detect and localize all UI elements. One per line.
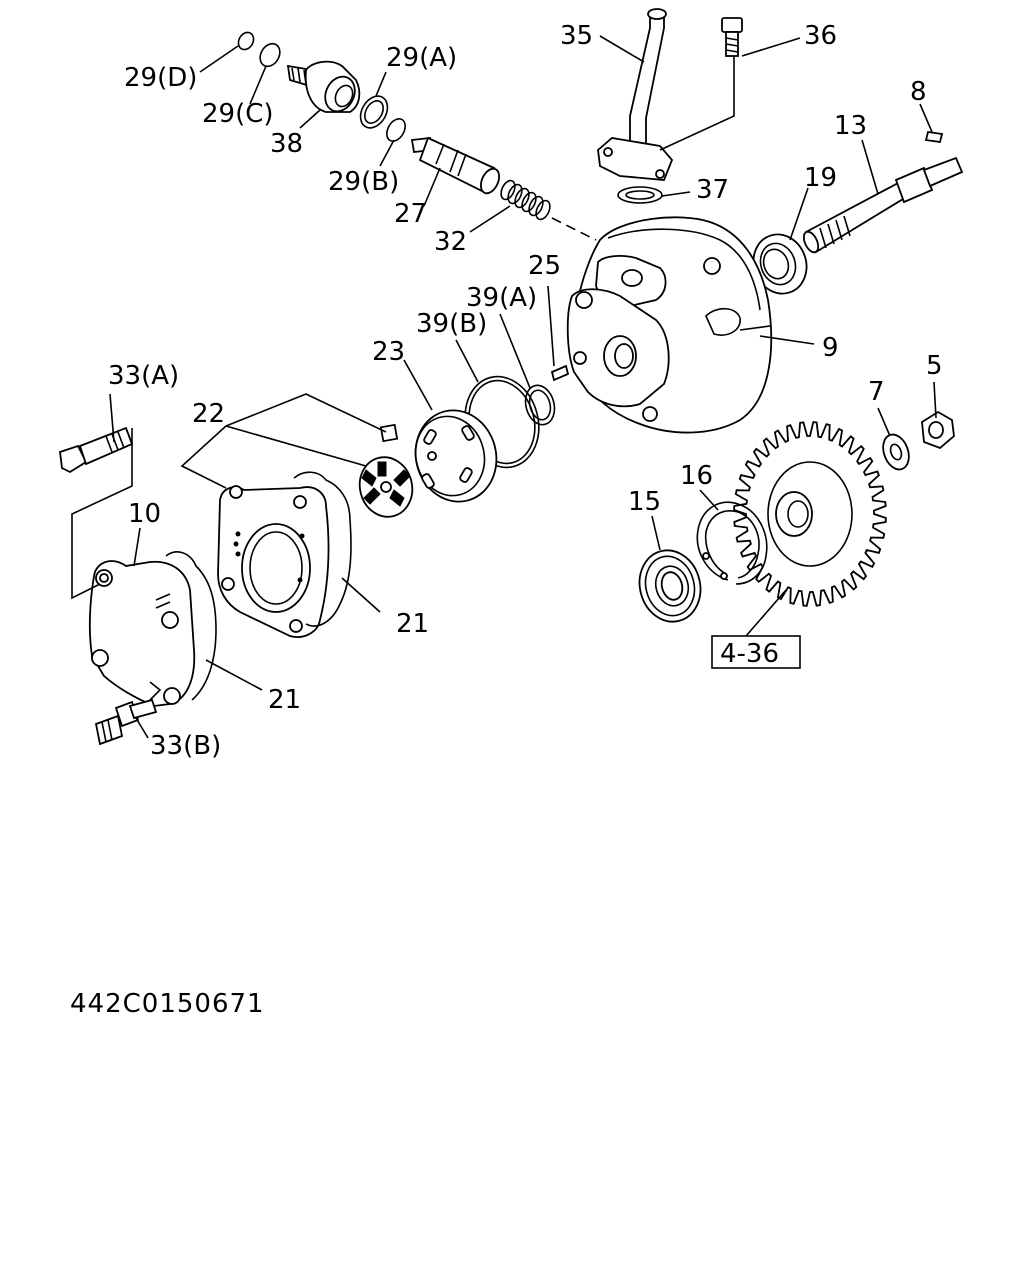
part-9-housing bbox=[566, 216, 773, 434]
reference-box-label: 4-36 bbox=[720, 639, 779, 669]
label-36: 36 bbox=[804, 21, 837, 51]
drawing-code: 442C0150671 bbox=[70, 989, 265, 1019]
label-5: 5 bbox=[926, 351, 943, 381]
label-29d: 29(D) bbox=[124, 63, 197, 93]
part-35-pipe bbox=[597, 8, 674, 181]
part-22-rotor bbox=[358, 423, 414, 518]
part-21-sideplate bbox=[217, 485, 330, 638]
part-27-valve bbox=[410, 136, 500, 195]
label-10: 10 bbox=[128, 499, 161, 529]
part-32-spring bbox=[500, 179, 551, 221]
label-37: 37 bbox=[696, 175, 729, 205]
label-38: 38 bbox=[270, 129, 303, 159]
label-21-upper: 21 bbox=[396, 609, 429, 639]
part-16-snapring bbox=[696, 501, 768, 585]
part-36-bolt bbox=[721, 17, 743, 57]
part-4-36-gear bbox=[733, 421, 887, 607]
label-33b: 33(B) bbox=[150, 731, 221, 761]
part-labels: 29(D) 29(C) 29(A) 29(B) 38 27 32 35 36 3… bbox=[108, 21, 943, 761]
part-23-camring bbox=[414, 409, 498, 503]
part-21-gasket-lower bbox=[165, 551, 217, 701]
label-22: 22 bbox=[192, 399, 225, 429]
part-37-gasket bbox=[617, 186, 663, 204]
label-21-lower: 21 bbox=[268, 685, 301, 715]
part-15-bearing bbox=[638, 549, 702, 623]
reference-box: 4-36 bbox=[711, 635, 801, 669]
label-25: 25 bbox=[528, 251, 561, 281]
label-19: 19 bbox=[804, 163, 837, 193]
label-16: 16 bbox=[680, 461, 713, 491]
part-29c-oring bbox=[259, 42, 281, 68]
label-29b: 29(B) bbox=[328, 167, 399, 197]
part-25-pin bbox=[550, 364, 570, 382]
part-39a-oring bbox=[524, 384, 556, 426]
part-7-washer bbox=[882, 433, 910, 471]
label-13: 13 bbox=[834, 111, 867, 141]
part-33a-bolt bbox=[59, 426, 134, 474]
label-15: 15 bbox=[628, 487, 661, 517]
part-8-key bbox=[924, 130, 944, 144]
part-38-fitting bbox=[286, 60, 361, 113]
label-29c: 29(C) bbox=[202, 99, 274, 129]
part-29d-oring bbox=[237, 31, 255, 51]
label-8: 8 bbox=[910, 77, 927, 107]
label-27: 27 bbox=[394, 199, 427, 229]
label-33a: 33(A) bbox=[108, 361, 179, 391]
alignment-line bbox=[551, 217, 597, 241]
part-13-shaft bbox=[802, 156, 964, 254]
label-32: 32 bbox=[434, 227, 467, 257]
label-23: 23 bbox=[372, 337, 405, 367]
part-5-nut bbox=[921, 410, 955, 450]
part-10-cover bbox=[88, 560, 196, 707]
label-35: 35 bbox=[560, 21, 593, 51]
part-21-gasket-upper bbox=[293, 471, 352, 627]
part-29a-oring bbox=[359, 95, 389, 129]
leader-lines bbox=[71, 35, 937, 739]
label-39b: 39(B) bbox=[416, 309, 487, 339]
part-29b-oring bbox=[386, 118, 406, 142]
label-29a: 29(A) bbox=[386, 43, 457, 73]
label-9: 9 bbox=[822, 333, 839, 363]
label-39a: 39(A) bbox=[466, 283, 537, 313]
label-7: 7 bbox=[868, 377, 885, 407]
